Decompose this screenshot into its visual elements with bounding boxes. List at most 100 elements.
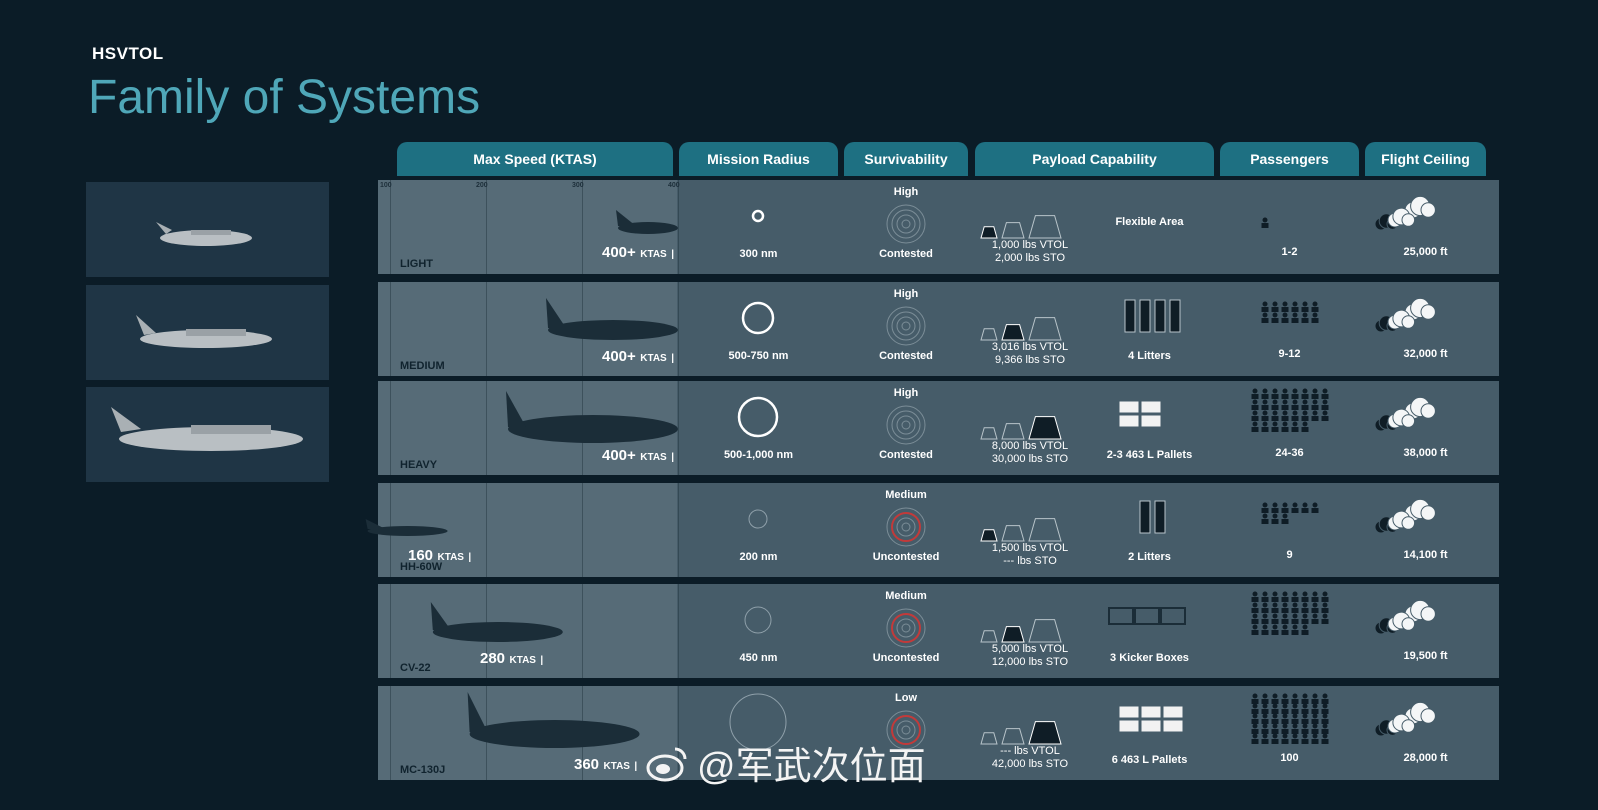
person-icon [1322, 602, 1328, 608]
target-ring [896, 214, 916, 234]
person-icon [1262, 624, 1268, 630]
target-ring [891, 715, 921, 745]
max-speed-value: 400+ KTAS | [602, 348, 674, 365]
mission-radius-cell: 450 nm [679, 584, 838, 678]
person-icon [1262, 713, 1268, 719]
aircraft-body-shape [367, 526, 448, 536]
weight-shape [1028, 518, 1062, 542]
header-max-speed: Max Speed (KTAS) [397, 142, 673, 176]
person-icon [1272, 399, 1278, 405]
cloud-icon [1374, 599, 1436, 635]
person-icon [1302, 399, 1308, 405]
person-body [1271, 699, 1279, 704]
litter-shape [1139, 299, 1151, 333]
passengers-value: 100 [1280, 752, 1299, 764]
person-body [1301, 619, 1309, 624]
person-body [1281, 597, 1289, 602]
survivability-level: Medium [885, 590, 927, 602]
person-icon [1302, 301, 1308, 307]
person-icon [1272, 410, 1278, 416]
speed-grid-line [678, 584, 679, 678]
survivability-level: Low [895, 692, 917, 704]
person-icon [1272, 693, 1278, 699]
radius-circle-icon [748, 509, 768, 529]
payload-sto: --- lbs STO [1003, 555, 1057, 567]
pallet-shape [1118, 414, 1140, 428]
person-icon [1252, 693, 1258, 699]
person-icon [1272, 502, 1278, 508]
kicker-box-shape [1108, 607, 1134, 625]
person-icon [1282, 602, 1288, 608]
passengers-cell: 9 [1220, 483, 1359, 577]
person-icon [1282, 399, 1288, 405]
person-icon [1312, 410, 1318, 416]
person-body [1261, 729, 1269, 734]
person-icon [1282, 513, 1288, 519]
person-body [1301, 719, 1309, 724]
person-icon [1302, 591, 1308, 597]
header-payload: Payload Capability [975, 142, 1214, 176]
person-body [1271, 416, 1279, 421]
pallet-shape [1140, 400, 1162, 414]
target-ring [901, 623, 911, 633]
person-body [1311, 608, 1319, 613]
person-icon [1302, 723, 1308, 729]
speed-unit: KTAS [640, 249, 667, 260]
person-icon [1292, 733, 1298, 739]
survivability-cell: Low [844, 686, 968, 780]
person-icon [1292, 502, 1298, 508]
mission-radius-value: 450 nm [739, 652, 778, 664]
target-ring [901, 725, 911, 735]
payload-sto: 12,000 lbs STO [991, 656, 1069, 668]
cloud-shape [1387, 611, 1416, 632]
speed-unit: KTAS [603, 761, 630, 772]
person-body [1281, 427, 1289, 432]
passenger-icons [1251, 591, 1329, 635]
radius-circle [748, 509, 768, 529]
person-body [1291, 630, 1299, 635]
person-icon [1322, 693, 1328, 699]
person-body [1251, 394, 1259, 399]
person-icon [1292, 624, 1298, 630]
person-body [1291, 508, 1299, 513]
radius-circle-icon [741, 301, 775, 335]
person-body [1281, 719, 1289, 724]
person-icon [1262, 410, 1268, 416]
passenger-icons [1261, 217, 1269, 228]
passengers-value: 24-36 [1275, 447, 1304, 459]
person-icon [1252, 733, 1258, 739]
person-body [1321, 597, 1329, 602]
person-icon [1282, 624, 1288, 630]
person-icon [1272, 421, 1278, 427]
pallet-shape [1140, 414, 1162, 428]
person-body [1261, 608, 1269, 613]
target-ring [901, 321, 911, 331]
speed-grid-line [678, 381, 679, 475]
speed-grid-line [390, 282, 391, 376]
person-body [1251, 739, 1259, 744]
weight-shape [1001, 525, 1025, 542]
person-body [1281, 519, 1289, 524]
person-body [1261, 597, 1269, 602]
speed-zone: 280 KTAS |CV-22 [378, 584, 679, 678]
person-icon [1312, 591, 1318, 597]
person-icon [1292, 421, 1298, 427]
person-icon [1312, 502, 1318, 508]
payload-sto: 9,366 lbs STO [994, 354, 1066, 366]
person-body [1291, 709, 1299, 714]
weight-shape [980, 226, 998, 239]
weight-shape [1028, 416, 1062, 440]
person-body [1261, 405, 1269, 410]
person-body [1271, 630, 1279, 635]
person-icon [1282, 733, 1288, 739]
payload-sto: 30,000 lbs STO [991, 453, 1069, 465]
person-icon [1262, 613, 1268, 619]
system-label: HEAVY [400, 459, 438, 471]
payload-text: 1,500 lbs VTOL--- lbs STO [975, 542, 1085, 568]
person-body [1261, 630, 1269, 635]
radius-circle-icon [729, 693, 787, 751]
weight-shape [980, 630, 998, 643]
